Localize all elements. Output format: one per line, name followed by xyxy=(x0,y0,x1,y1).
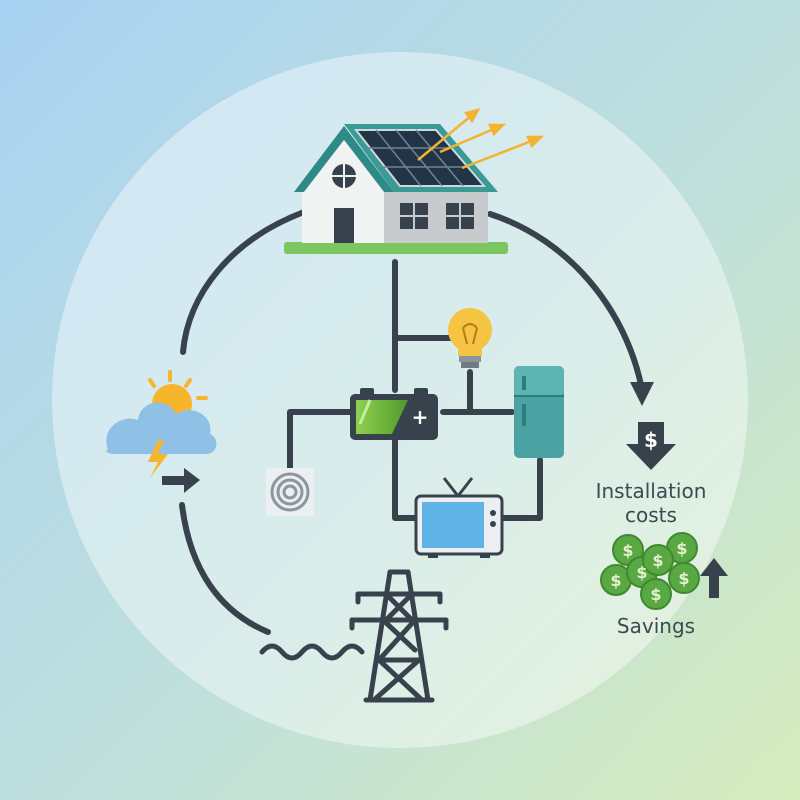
battery-icon: + xyxy=(350,388,438,440)
installation-costs-line2: costs xyxy=(625,503,677,527)
house-gable xyxy=(294,126,394,192)
savings-label: Savings xyxy=(616,614,696,638)
wave-icon xyxy=(259,643,365,661)
light-bulb-icon xyxy=(448,308,492,368)
television-icon xyxy=(414,477,504,558)
svg-text:$: $ xyxy=(652,551,663,570)
svg-text:+: + xyxy=(412,405,429,429)
line-weather-to-grid xyxy=(179,502,271,635)
grass-strip xyxy=(284,242,508,254)
wiring xyxy=(287,259,543,521)
installation-costs-label: Installation costs xyxy=(580,479,722,527)
svg-text:$: $ xyxy=(676,539,687,558)
svg-text:$: $ xyxy=(644,428,658,452)
cycle-lines xyxy=(179,209,644,635)
arrow-right-icon xyxy=(162,468,200,493)
line-house-to-weather xyxy=(180,209,307,355)
svg-text:$: $ xyxy=(650,585,661,604)
line-house-to-savings xyxy=(487,211,644,388)
coins-icon: $ $ $ $ $ $ $ xyxy=(600,532,700,610)
dollar-down-icon: $ xyxy=(626,422,676,470)
fan-icon xyxy=(266,468,314,516)
power-pylon-icon xyxy=(349,569,449,703)
svg-text:$: $ xyxy=(678,569,689,588)
svg-text:$: $ xyxy=(622,541,633,560)
svg-text:$: $ xyxy=(610,571,621,590)
sun-rays-icon xyxy=(417,108,545,170)
door xyxy=(334,208,354,243)
refrigerator-icon xyxy=(514,366,564,458)
arrow-up-icon xyxy=(700,558,728,598)
arrow-to-costs xyxy=(630,382,654,406)
installation-costs-line1: Installation xyxy=(595,479,707,503)
sun-cloud-storm-icon xyxy=(106,370,217,478)
svg-text:$: $ xyxy=(636,563,647,582)
